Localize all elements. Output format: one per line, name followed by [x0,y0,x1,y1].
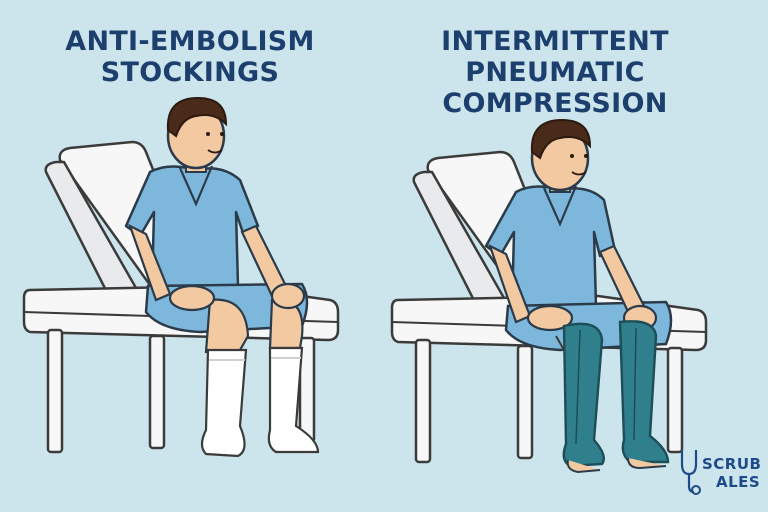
patient-left [124,96,320,458]
logo-line1: SCRUB [702,455,762,473]
patient-right [484,118,673,474]
title-left-line1: ANTI-EMBOLISM [65,26,315,57]
anti-embolism-stockings [200,346,320,458]
title-left-line2: STOCKINGS [100,57,280,88]
title-anti-embolism-stockings: ANTI-EMBOLISM STOCKINGS [40,26,340,88]
scrub-ales-logo: SCRUB ALES [676,446,766,498]
title-right-line2: PNEUMATIC [465,57,645,88]
stethoscope-icon [680,450,701,495]
logo-line2: ALES [716,473,761,491]
title-intermittent-pneumatic-compression: INTERMITTENT PNEUMATIC COMPRESSION [405,26,705,119]
title-right-line3: COMPRESSION [442,88,668,119]
pneumatic-compression-sleeves [555,320,670,474]
title-right-line1: INTERMITTENT [441,26,669,57]
